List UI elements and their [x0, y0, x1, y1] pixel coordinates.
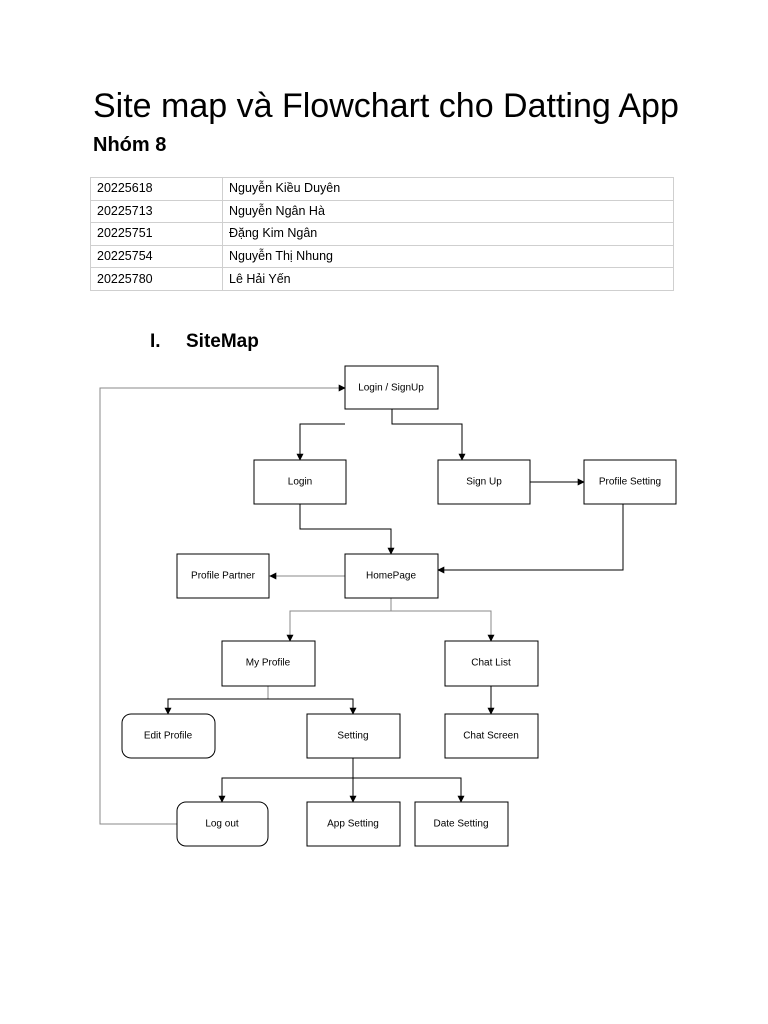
connector-loginsignup-signup [391, 409, 466, 461]
members-table: 20225618 Nguyễn Kiều Duyên 20225713 Nguy… [90, 177, 674, 291]
connector-profilesetting-homepage [437, 504, 624, 574]
node-homepage-label: HomePage [366, 571, 416, 582]
table-row: 20225780 Lê Hải Yến [90, 267, 674, 291]
connector-myprofile-editprofile [164, 698, 268, 715]
node-profile-setting-label: Profile Setting [599, 477, 661, 488]
node-log-out-label: Log out [205, 819, 239, 830]
node-setting-label: Setting [337, 731, 368, 742]
connector-logout-loginsignup [99, 384, 346, 825]
table-row: 20225754 Nguyễn Thị Nhung [90, 244, 674, 269]
connector-myprofile-setting [268, 698, 357, 715]
node-chat-screen-box [444, 713, 539, 759]
node-log-out-box [176, 801, 269, 847]
section-heading: I. SiteMap [150, 330, 259, 354]
node-login-box [253, 459, 347, 505]
connector-homepage-chatlist [391, 610, 495, 642]
member-name: Lê Hải Yến [222, 267, 674, 291]
node-edit-profile-box [121, 713, 216, 759]
document-title: Site map và Flowchart cho Datting App [93, 87, 679, 125]
node-chat-screen-label: Chat Screen [463, 731, 519, 742]
node-sign-up-box [437, 459, 531, 505]
node-my-profile-box [221, 640, 316, 687]
node-profile-partner-box [176, 553, 270, 599]
node-login-signup-label: Login / SignUp [358, 383, 424, 394]
member-id: 20225780 [90, 267, 223, 291]
node-homepage-box [344, 553, 439, 599]
group-name: Nhóm 8 [93, 134, 167, 156]
node-login-signup-box [344, 365, 439, 410]
node-my-profile-label: My Profile [246, 658, 291, 669]
node-date-setting-box [414, 801, 509, 847]
node-app-setting-label: App Setting [327, 819, 379, 830]
section-title: SiteMap [186, 331, 259, 352]
node-profile-setting-box [583, 459, 677, 505]
table-row: 20225713 Nguyễn Ngân Hà [90, 199, 674, 224]
member-name: Nguyễn Ngân Hà [222, 199, 674, 224]
node-date-setting-label: Date Setting [433, 819, 488, 830]
node-chat-list-box [444, 640, 539, 687]
node-sign-up-label: Sign Up [466, 477, 502, 488]
connector-setting-datesetting [353, 777, 465, 803]
connector-homepage-myprofile [286, 610, 391, 642]
member-name: Nguyễn Thị Nhung [222, 244, 674, 269]
connector-loginsignup-login [296, 423, 345, 461]
connector-setting-logout [218, 777, 353, 803]
node-chat-list-label: Chat List [471, 658, 511, 669]
node-setting-box [306, 713, 401, 759]
node-app-setting-box [306, 801, 401, 847]
node-profile-partner-label: Profile Partner [191, 571, 256, 582]
node-login-label: Login [288, 477, 312, 488]
section-number: I. [150, 331, 161, 352]
node-edit-profile-label: Edit Profile [144, 731, 193, 742]
connector-login-homepage [299, 504, 395, 555]
